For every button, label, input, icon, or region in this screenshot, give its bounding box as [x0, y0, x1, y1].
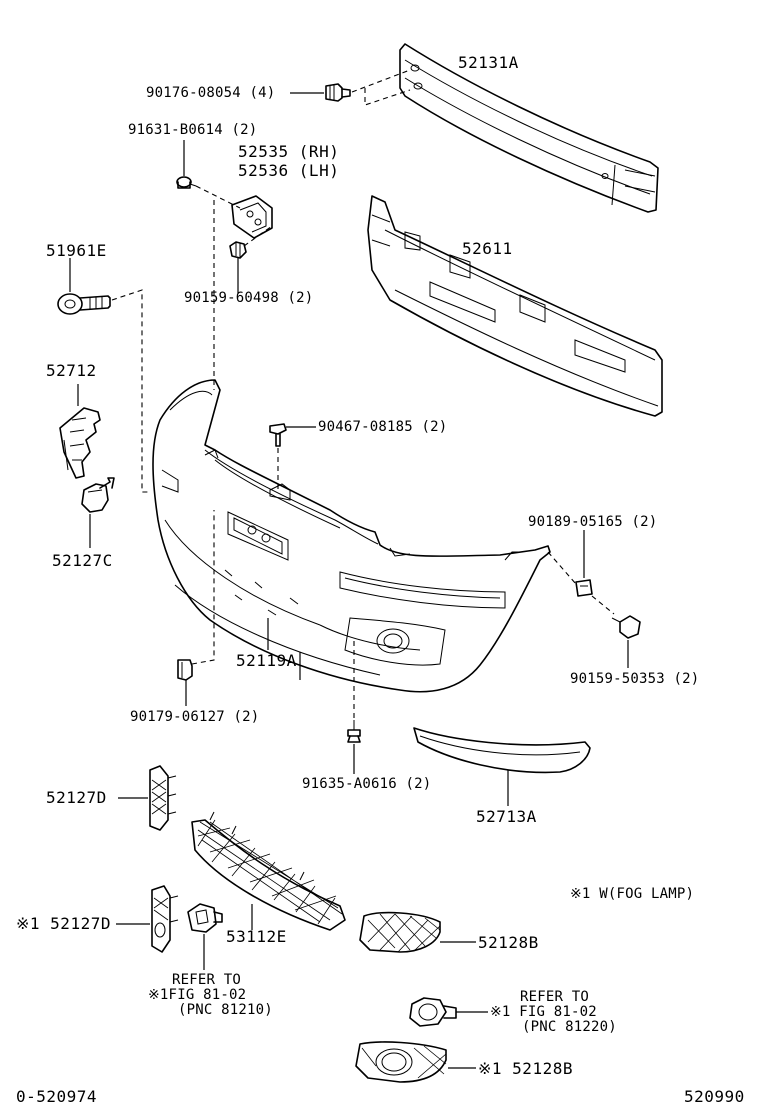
label-fog-note: ※1 W(FOG LAMP) [570, 886, 695, 902]
label-screw-bracket: 90159-60498 (2) [184, 290, 314, 306]
label-refer-left-3: (PNC 81210) [178, 1002, 273, 1018]
label-clip-lower: 90179-06127 (2) [130, 709, 260, 725]
clip-icon [177, 659, 193, 681]
label-clip-bottom: 91635-A0616 (2) [302, 776, 432, 792]
label-grille-cover-d-fog: ※1 52127D [16, 914, 111, 933]
label-bracket-rh: 52535 (RH) [238, 142, 340, 161]
hook-cover-cap [81, 477, 115, 513]
label-cap: 52127C [52, 551, 113, 570]
bolt-icon [325, 83, 351, 102]
clip-icon [347, 720, 361, 743]
bumper-cover [152, 379, 551, 693]
fog-lamp-cover-fog [355, 1041, 447, 1083]
label-fog-cover-fog: ※1 52128B [478, 1059, 573, 1078]
label-molding: 52713A [476, 807, 537, 826]
bumper-bracket [231, 195, 273, 239]
towing-hook [57, 293, 111, 315]
bumper-molding [413, 727, 591, 774]
label-nut-side: 90189-05165 (2) [528, 514, 658, 530]
label-clip-upper: 90467-08185 (2) [318, 419, 448, 435]
label-reinforcement: 52131A [458, 53, 519, 72]
label-bracket-lh: 52536 (LH) [238, 161, 340, 180]
label-bumper-cover: 52119A [236, 651, 297, 670]
label-absorber: 52611 [462, 239, 513, 258]
label-refer-right-3: (PNC 81220) [522, 1019, 617, 1035]
bumper-grille [191, 811, 346, 931]
label-refer-left-2: ※1FIG 81-02 [148, 987, 247, 1003]
screw-icon [611, 615, 641, 639]
nut-icon [575, 579, 593, 597]
clip-icon [269, 423, 287, 447]
label-fog-cover: 52128B [478, 933, 539, 952]
energy-absorber [367, 195, 663, 417]
label-refer-right-1: REFER TO [520, 989, 590, 1005]
grille-side-cover [149, 765, 177, 831]
label-side-cover: 52712 [46, 361, 97, 380]
label-refer-left-1: REFER TO [172, 972, 242, 988]
label-screw-upper: 91631-B0614 (2) [128, 122, 258, 138]
fog-lamp-icon [409, 997, 457, 1027]
figure-number: 0-520974 [16, 1087, 98, 1106]
label-bolt-reinf: 90176-08054 (4) [146, 85, 276, 101]
label-screw-side: 90159-50353 (2) [570, 671, 700, 687]
fog-lamp-icon [187, 903, 223, 933]
side-cover [59, 407, 101, 479]
bumper-reinforcement [399, 43, 659, 213]
label-grille-cover-d: 52127D [46, 788, 107, 807]
screw-icon [229, 241, 247, 259]
fog-lamp-cover [359, 911, 441, 953]
label-refer-right-2: ※1 FIG 81-02 [490, 1004, 597, 1020]
grille-side-cover-fog [151, 885, 179, 953]
label-hook: 51961E [46, 241, 107, 260]
label-grille: 53112E [226, 927, 287, 946]
screw-icon [176, 176, 197, 189]
page-code: 520990 [684, 1087, 745, 1106]
